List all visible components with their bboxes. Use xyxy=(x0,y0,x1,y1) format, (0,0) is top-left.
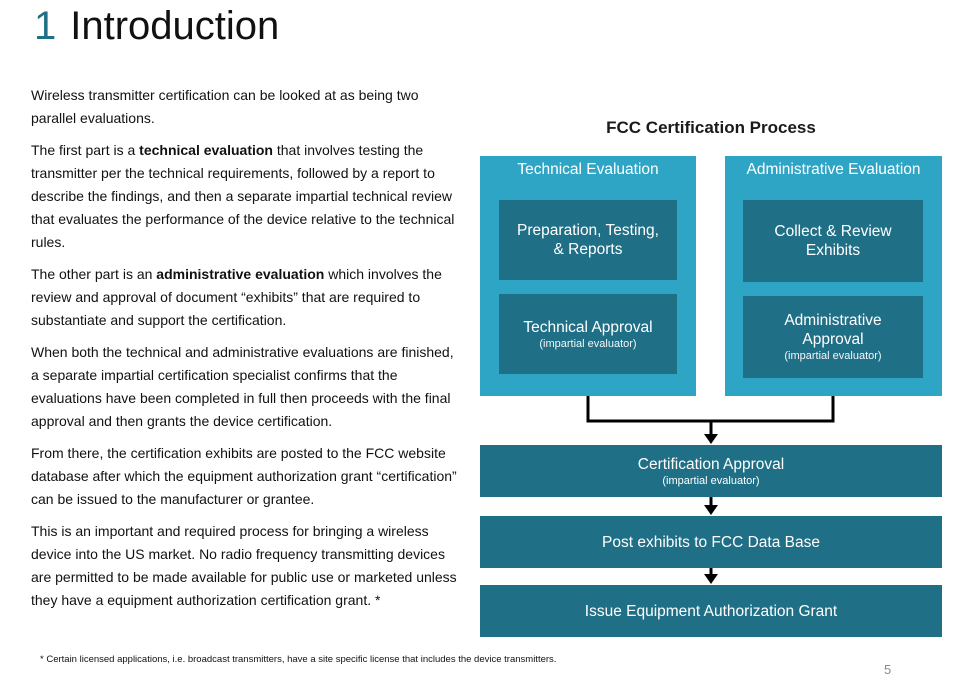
preparation-testing-box: Preparation, Testing, & Reports xyxy=(499,200,677,280)
paragraph-posting: From there, the certification exhibits a… xyxy=(31,445,457,507)
paragraph-technical: The first part is a technical evaluation… xyxy=(31,142,455,250)
merge-bracket xyxy=(586,396,835,423)
footnote: * Certain licensed applications, i.e. br… xyxy=(40,654,557,665)
administrative-evaluation-column: Administrative Evaluation Collect & Revi… xyxy=(725,156,942,396)
technical-approval-box: Technical Approval (impartial evaluator) xyxy=(499,294,677,374)
administrative-evaluation-title: Administrative Evaluation xyxy=(746,161,921,178)
arrow-head-2 xyxy=(704,505,718,515)
issue-grant-box: Issue Equipment Authorization Grant xyxy=(480,585,942,637)
body-text: Wireless transmitter certification can b… xyxy=(31,84,463,621)
certification-approval-box: Certification Approval (impartial evalua… xyxy=(480,445,942,497)
paragraph-importance: This is an important and required proces… xyxy=(31,523,457,608)
page-number: 5 xyxy=(884,662,892,677)
section-heading: 1 Introduction xyxy=(34,2,279,50)
term-technical-evaluation: technical evaluation xyxy=(139,142,273,158)
diagram-title: FCC Certification Process xyxy=(606,118,816,137)
section-number: 1 xyxy=(34,4,57,48)
paragraph-certification: When both the technical and administrati… xyxy=(31,344,454,429)
paragraph-intro: Wireless transmitter certification can b… xyxy=(31,87,419,126)
paragraph-administrative: The other part is an administrative eval… xyxy=(31,266,442,328)
post-exhibits-box: Post exhibits to FCC Data Base xyxy=(480,516,942,568)
technical-evaluation-title: Technical Evaluation xyxy=(517,161,659,178)
technical-evaluation-column: Technical Evaluation Preparation, Testin… xyxy=(480,156,696,396)
arrow-head-1 xyxy=(704,434,718,444)
term-administrative-evaluation: administrative evaluation xyxy=(156,266,325,282)
collect-review-box: Collect & Review Exhibits xyxy=(743,200,923,282)
section-title: Introduction xyxy=(70,4,280,48)
arrow-head-3 xyxy=(704,574,718,584)
administrative-approval-box: Administrative Approval (impartial evalu… xyxy=(743,296,923,378)
